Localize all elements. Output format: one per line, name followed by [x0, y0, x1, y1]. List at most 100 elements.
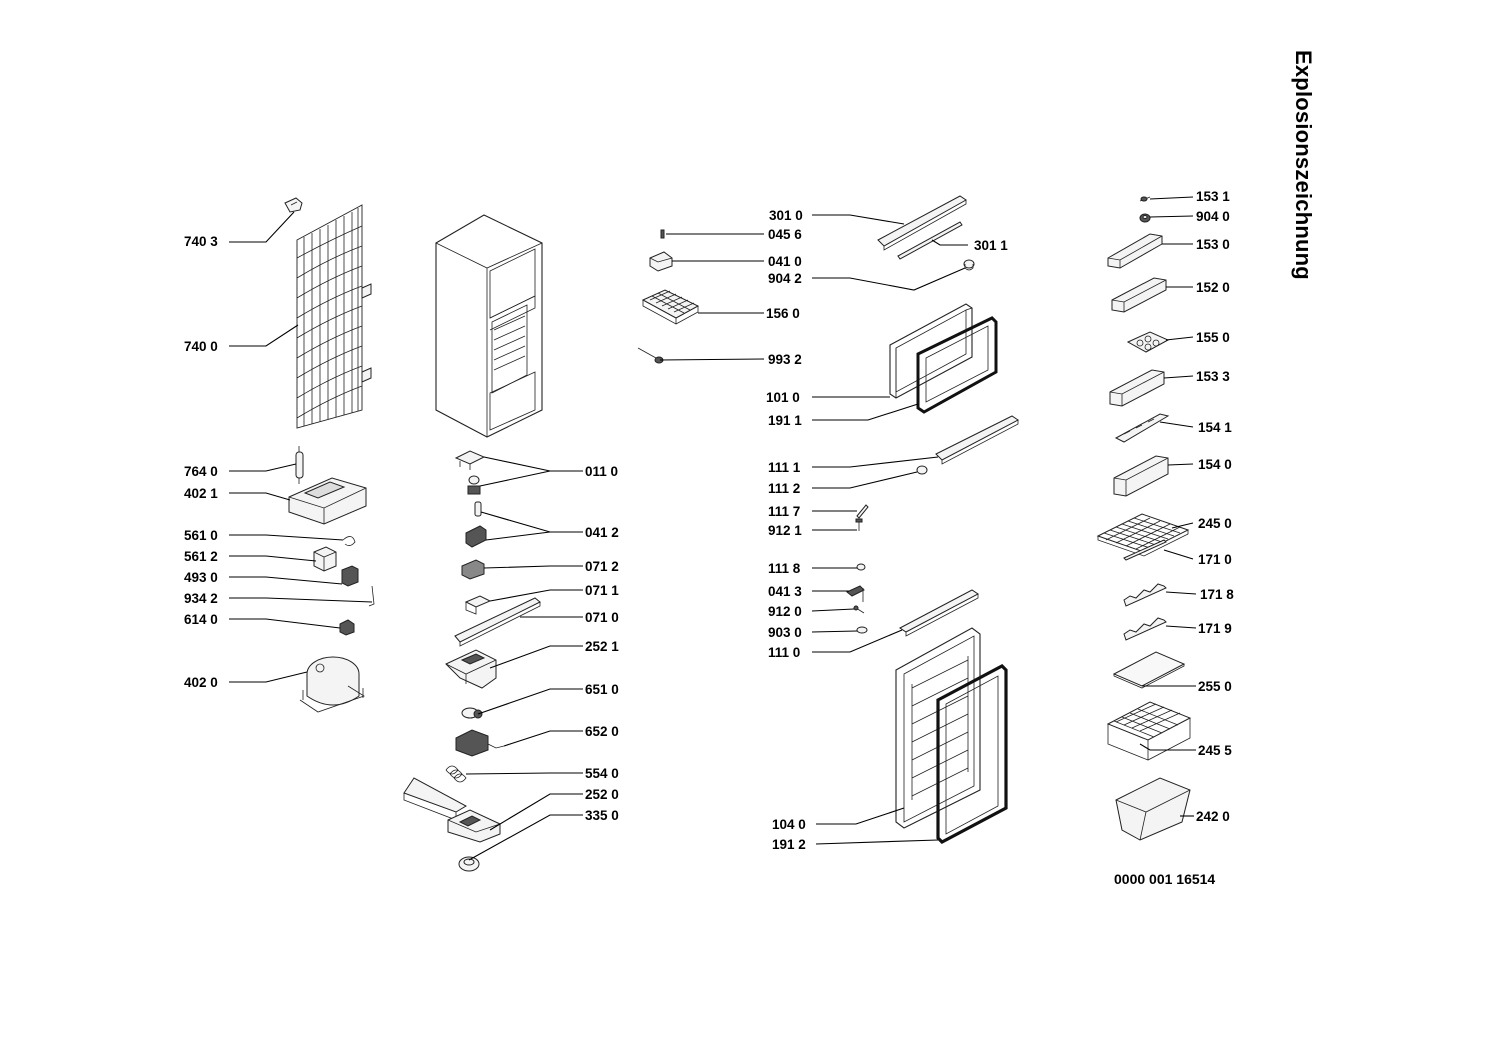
part-561-0	[342, 536, 356, 546]
part-spring-554-0	[445, 765, 467, 783]
callout-label-191-2: 191 2	[772, 837, 806, 852]
callout-label-614-0: 614 0	[184, 612, 218, 627]
callout-label-153-0: 153 0	[1196, 237, 1230, 252]
callout-label-301-0: 301 0	[769, 208, 803, 223]
part-614-0	[339, 619, 355, 636]
callout-label-651-0: 651 0	[585, 682, 619, 697]
part-ice-tray-156-0	[641, 289, 700, 325]
part-154-1	[1114, 413, 1170, 443]
part-thermostat-652-0	[455, 729, 505, 757]
page-title: Explosionszeichnung	[1291, 50, 1316, 280]
part-171-8	[1123, 583, 1167, 607]
callout-label-242-0: 242 0	[1196, 809, 1230, 824]
part-clip-740-3	[284, 197, 303, 213]
callout-label-041-0: 041 0	[768, 254, 802, 269]
part-wire-934-2	[368, 585, 375, 607]
callout-label-011-0: 011 0	[585, 464, 618, 479]
part-lamp-holder-252-0	[403, 777, 501, 843]
leader-lines	[229, 196, 1197, 861]
callout-label-171-0: 171 0	[1198, 552, 1232, 567]
part-knob-904-2	[963, 259, 975, 271]
callout-label-934-2: 934 2	[184, 591, 218, 606]
callout-label-255-0: 255 0	[1198, 679, 1232, 694]
part-153-1	[1139, 196, 1151, 202]
part-071-1	[464, 595, 492, 615]
part-045-6	[660, 229, 665, 239]
part-shelf-152-0	[1111, 277, 1167, 313]
callout-label-154-1: 154 1	[1198, 420, 1232, 435]
callout-label-104-0: 104 0	[772, 817, 806, 832]
part-041-2	[465, 501, 487, 548]
part-904-0	[1139, 213, 1151, 223]
part-rail-111-0	[899, 589, 979, 637]
callout-label-041-3: 041 3	[768, 584, 802, 599]
callout-label-740-3: 740 3	[184, 234, 218, 249]
part-111-2	[916, 465, 928, 475]
part-651-0	[461, 707, 483, 719]
part-rail-301-0	[877, 195, 967, 251]
callout-label-071-0: 071 0	[585, 610, 619, 625]
callout-label-245-5: 245 5	[1198, 743, 1232, 758]
part-hinge-041-3	[846, 585, 865, 602]
callout-label-071-1: 071 1	[585, 583, 619, 598]
callout-label-171-9: 171 9	[1198, 621, 1232, 636]
part-071-2	[461, 559, 485, 580]
callout-label-554-0: 554 0	[585, 766, 619, 781]
part-tray-402-1	[288, 477, 367, 525]
part-drier-764-0	[295, 446, 304, 484]
part-111-8	[856, 563, 866, 571]
callout-label-045-6: 045 6	[768, 227, 802, 242]
part-ring-335-0	[458, 856, 480, 872]
callout-label-764-0: 764 0	[184, 464, 218, 479]
part-171-9	[1123, 617, 1167, 641]
callout-label-301-1: 301 1	[974, 238, 1008, 253]
callout-label-402-0: 402 0	[184, 675, 218, 690]
callout-label-912-0: 912 0	[768, 604, 802, 619]
part-912-0	[853, 605, 865, 614]
part-glass-shelf-255-0	[1112, 651, 1186, 689]
callout-label-993-2: 993 2	[768, 352, 802, 367]
part-gasket-191-1	[916, 316, 998, 414]
callout-label-071-2: 071 2	[585, 559, 619, 574]
callout-label-111-8: 111 8	[768, 561, 801, 576]
callout-label-191-1: 191 1	[768, 413, 802, 428]
callout-label-904-2: 904 2	[768, 271, 802, 286]
callout-label-904-0: 904 0	[1196, 209, 1230, 224]
callout-label-252-0: 252 0	[585, 787, 619, 802]
callout-label-155-0: 155 0	[1196, 330, 1230, 345]
part-bar-071-0	[454, 597, 541, 647]
callout-label-152-0: 152 0	[1196, 280, 1230, 295]
callout-label-245-0: 245 0	[1198, 516, 1232, 531]
part-171-0	[1123, 539, 1167, 561]
part-condenser-740-0	[296, 204, 372, 429]
callout-label-252-1: 252 1	[585, 639, 619, 654]
callout-label-153-1: 153 1	[1196, 189, 1230, 204]
callout-label-561-2: 561 2	[184, 549, 218, 564]
part-shelf-153-0	[1107, 233, 1163, 269]
callout-label-111-1: 111 1	[768, 460, 801, 475]
part-993-2	[637, 347, 664, 364]
callout-label-154-0: 154 0	[1198, 457, 1232, 472]
part-rail-111-1	[935, 415, 1019, 465]
callout-label-903-0: 903 0	[768, 625, 802, 640]
part-egg-tray-155-0	[1126, 331, 1170, 353]
drawing-number: 0000 001 16514	[1114, 871, 1215, 887]
part-crisper-242-0	[1115, 777, 1191, 841]
callout-label-153-3: 153 3	[1196, 369, 1230, 384]
part-cabinet	[435, 214, 543, 438]
callout-label-101-0: 101 0	[766, 390, 800, 405]
callout-label-652-0: 652 0	[585, 724, 619, 739]
part-relay-561-2	[313, 546, 337, 572]
part-011-0	[454, 450, 486, 495]
callout-label-912-1: 912 1	[768, 523, 802, 538]
callout-label-171-8: 171 8	[1200, 587, 1234, 602]
callout-label-111-0: 111 0	[768, 645, 800, 660]
part-111-7	[856, 504, 869, 519]
part-screw-912-1	[855, 518, 863, 531]
part-gasket-191-2	[936, 664, 1008, 844]
callout-label-041-2: 041 2	[585, 525, 619, 540]
part-housing-252-1	[445, 649, 497, 689]
part-compressor-402-0	[299, 656, 365, 713]
